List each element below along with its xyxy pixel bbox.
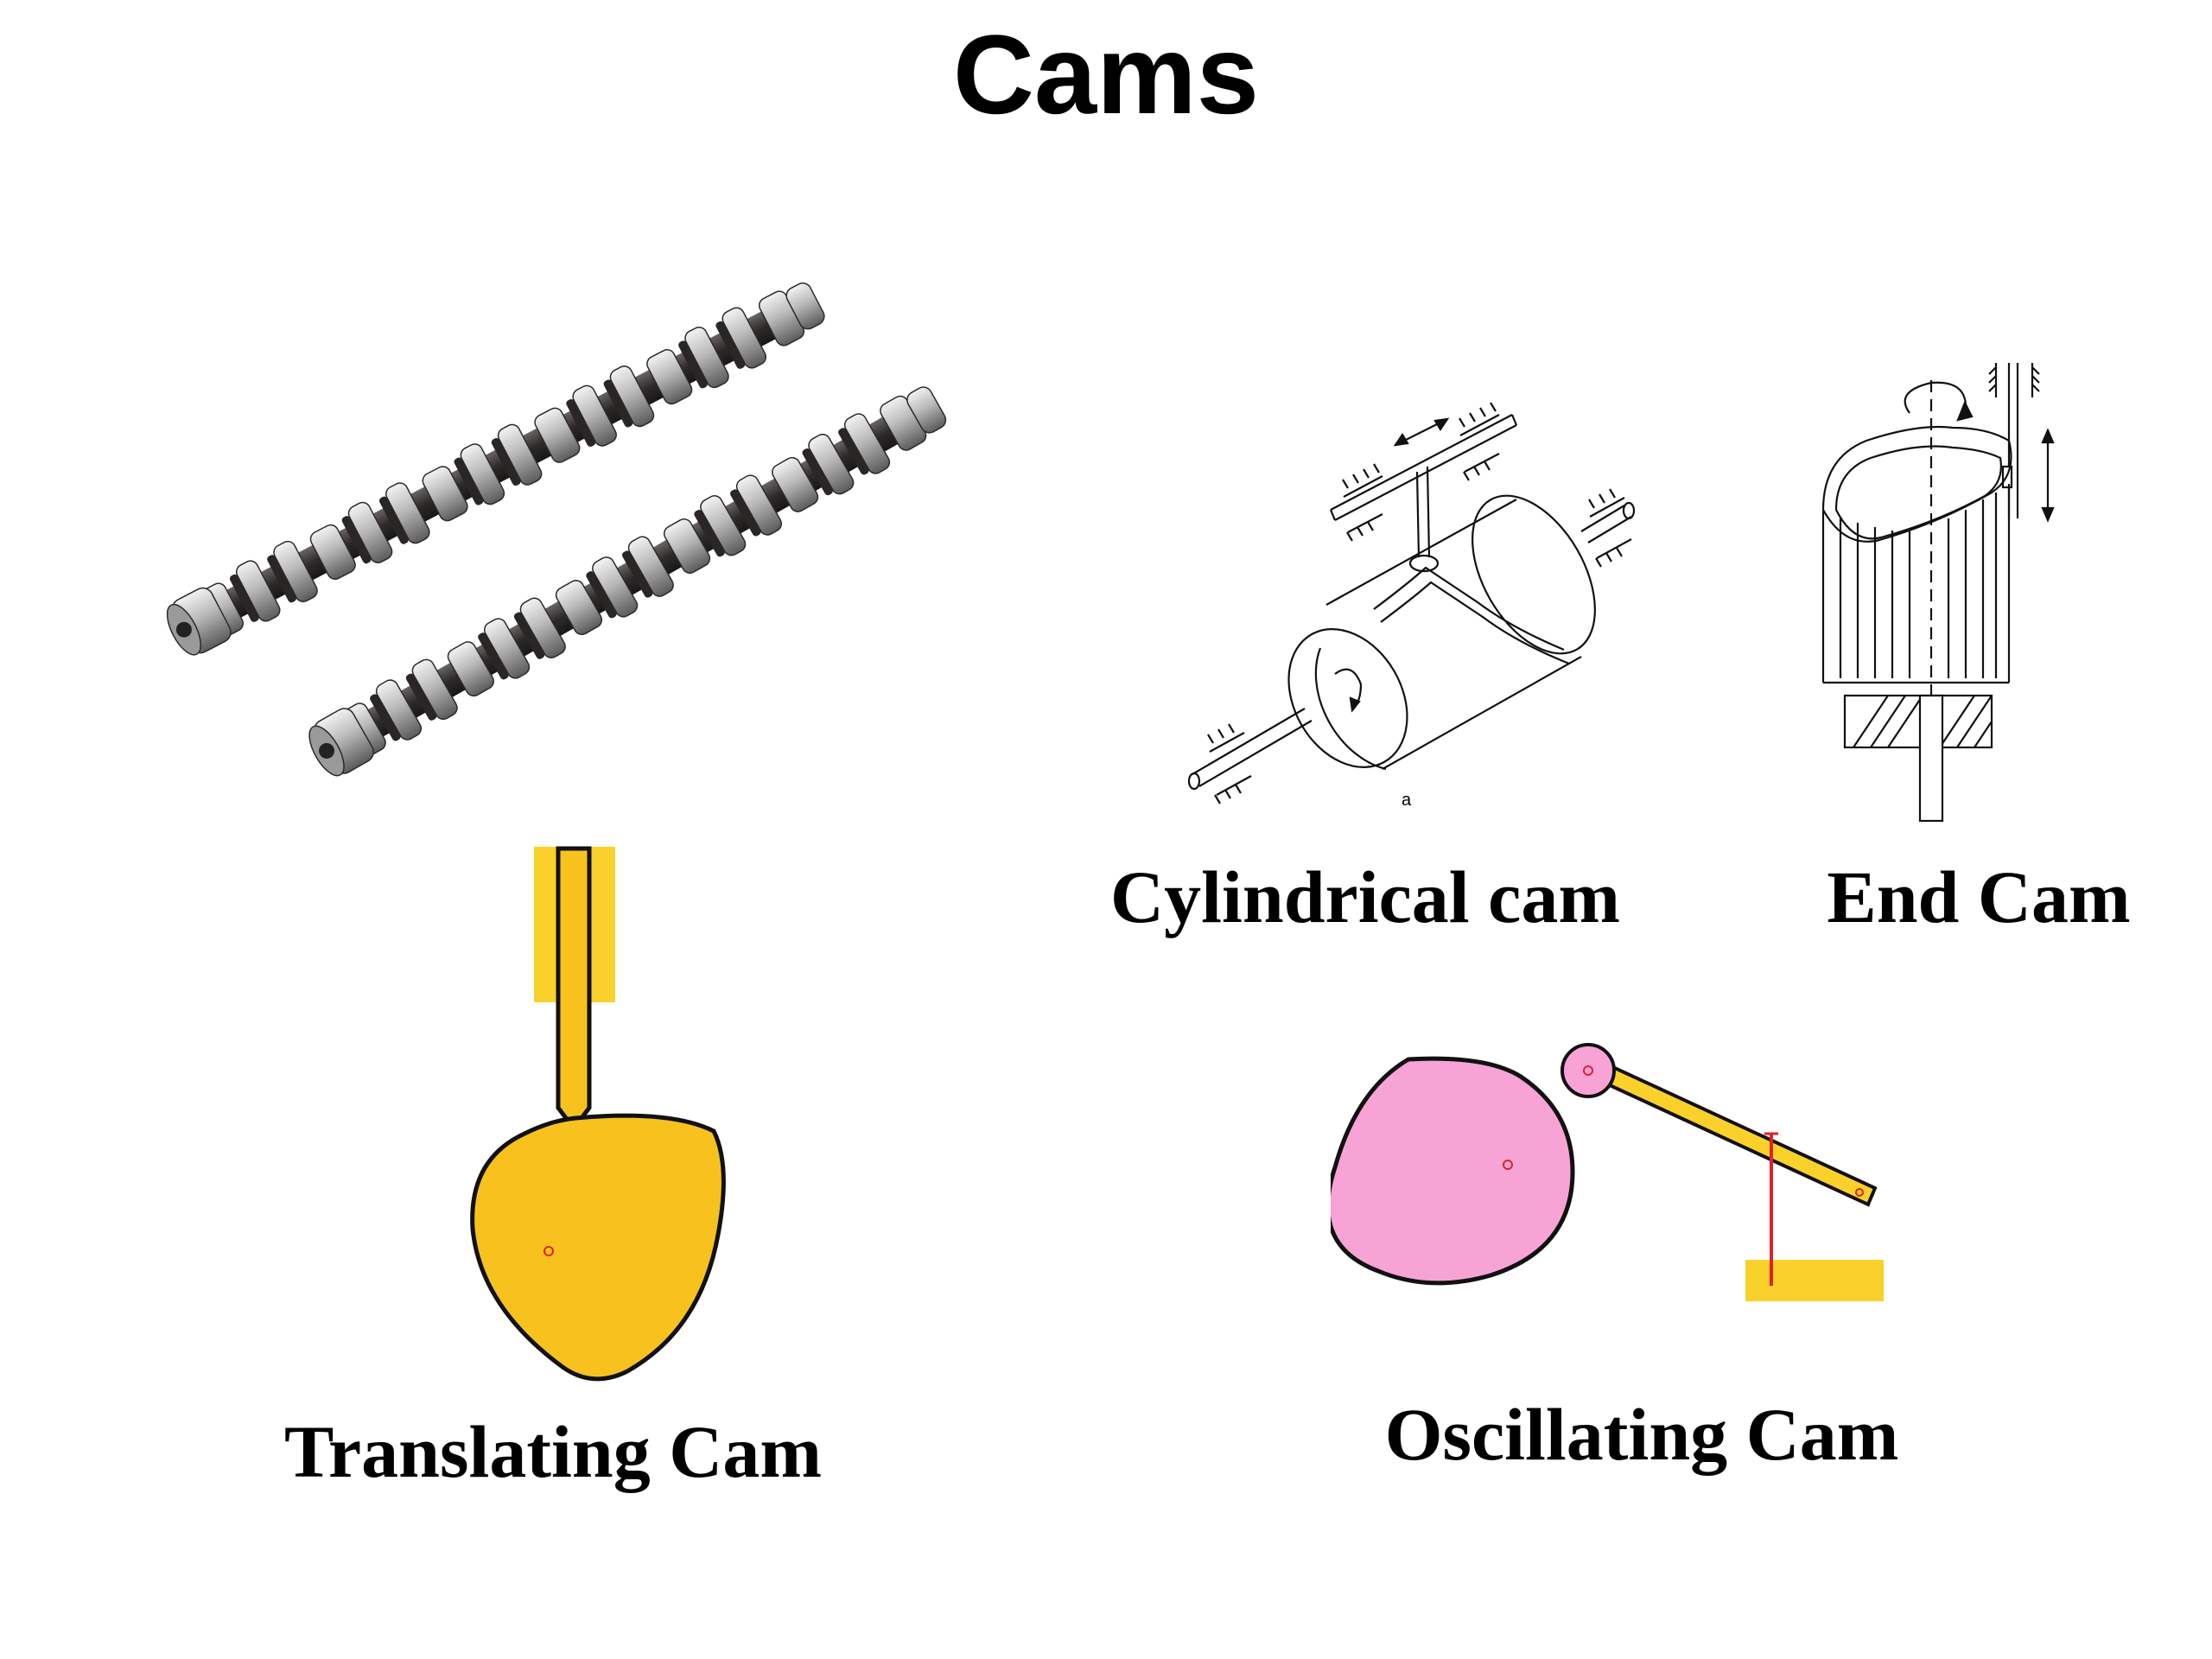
camshaft-image bbox=[166, 282, 947, 777]
translating-cam-svg bbox=[470, 846, 726, 1382]
end-cam-body bbox=[1821, 425, 2012, 684]
caption-cylindrical-cam: Cylindrical cam bbox=[1110, 855, 1620, 938]
camshaft-lower bbox=[308, 386, 947, 777]
end-cam-drawing bbox=[1806, 346, 2091, 830]
ground-block bbox=[1745, 1260, 1884, 1301]
follower-rod bbox=[1408, 466, 1440, 573]
end-cam-hub bbox=[1843, 694, 1993, 823]
oscillating-cam-drawing bbox=[1331, 1028, 1918, 1322]
cylindrical-cam-svg: a bbox=[1187, 402, 1636, 810]
translating-cam-disc bbox=[470, 1113, 726, 1382]
drive-shaft bbox=[1187, 488, 1636, 804]
oscillating-cam-svg bbox=[1331, 1043, 1884, 1301]
camshaft-upper bbox=[166, 282, 825, 656]
translating-cam-drawing bbox=[406, 830, 752, 1400]
cylinder-body bbox=[1287, 494, 1596, 771]
caption-oscillating-cam: Oscillating Cam bbox=[1384, 1393, 1899, 1476]
caption-translating-cam: Translating Cam bbox=[284, 1410, 822, 1493]
follower-guide bbox=[1988, 363, 2055, 523]
cam-pivot-point bbox=[1503, 1160, 1513, 1170]
rotation-arrow bbox=[1904, 381, 1967, 414]
end-cam-svg bbox=[1821, 363, 2055, 823]
caption-end-cam: End Cam bbox=[1827, 855, 2131, 938]
figure-sublabel: a bbox=[1402, 791, 1412, 810]
camshaft-photo bbox=[147, 276, 959, 812]
oscillating-arm bbox=[1585, 1056, 1878, 1207]
arm-pivot bbox=[1855, 1188, 1864, 1197]
knife-edge-follower bbox=[556, 846, 592, 1133]
roller-follower bbox=[1560, 1043, 1616, 1098]
slider-rail bbox=[1329, 402, 1518, 542]
cylindrical-cam-drawing: a bbox=[1175, 363, 1659, 830]
slide-title: Cams bbox=[952, 11, 1260, 137]
cam-pivot-point bbox=[543, 1246, 554, 1256]
oscillating-cam-disc bbox=[1331, 1056, 1575, 1286]
